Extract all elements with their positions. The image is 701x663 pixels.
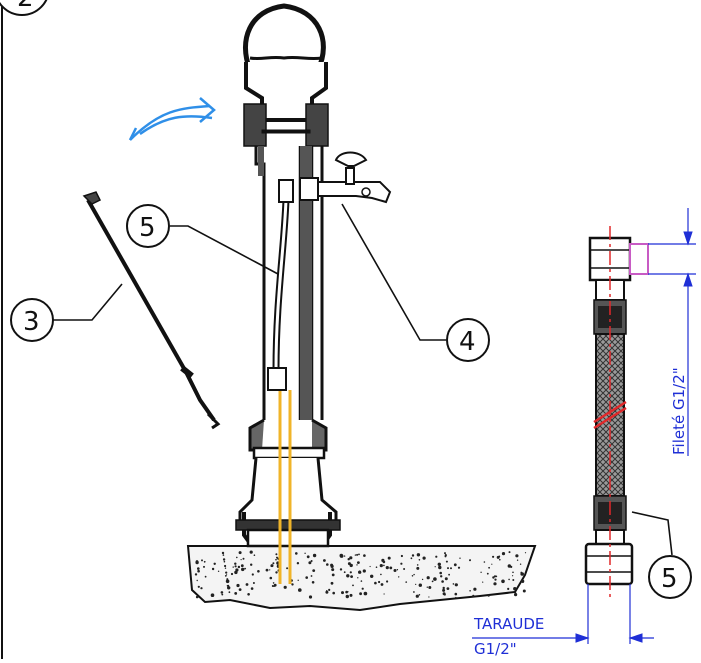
label-tapped-top: TARAUDE bbox=[473, 615, 544, 633]
callout-part5-pump-number: 5 bbox=[139, 213, 156, 243]
callout-part4-number: 4 bbox=[459, 327, 476, 357]
hose-centerline bbox=[593, 226, 627, 598]
dimension-tapped bbox=[472, 584, 654, 644]
pump-column bbox=[235, 3, 341, 548]
tap-faucet bbox=[299, 151, 392, 204]
callout-part5-hose: 5 bbox=[631, 511, 692, 599]
rotation-arrow bbox=[128, 97, 216, 141]
callout-part4: 4 bbox=[341, 203, 490, 362]
inner-flexible-hose bbox=[267, 179, 294, 391]
label-tapped-bottom: G1/2" bbox=[474, 640, 517, 658]
callout-part5-pump: 5 bbox=[126, 204, 279, 275]
supply-tube bbox=[278, 390, 292, 584]
callout-part5-hose-number: 5 bbox=[661, 564, 678, 594]
ground-concrete bbox=[186, 545, 537, 612]
hose-detail bbox=[584, 236, 649, 586]
callout-part3-number: 3 bbox=[23, 307, 40, 337]
dimension-threaded bbox=[648, 208, 696, 456]
callout-corner: 2 bbox=[0, 0, 48, 16]
label-threaded: Fileté G1/2" bbox=[670, 367, 688, 455]
pump-lever bbox=[82, 191, 221, 430]
callout-corner-number: 2 bbox=[17, 0, 34, 13]
callout-part3: 3 bbox=[10, 283, 123, 342]
